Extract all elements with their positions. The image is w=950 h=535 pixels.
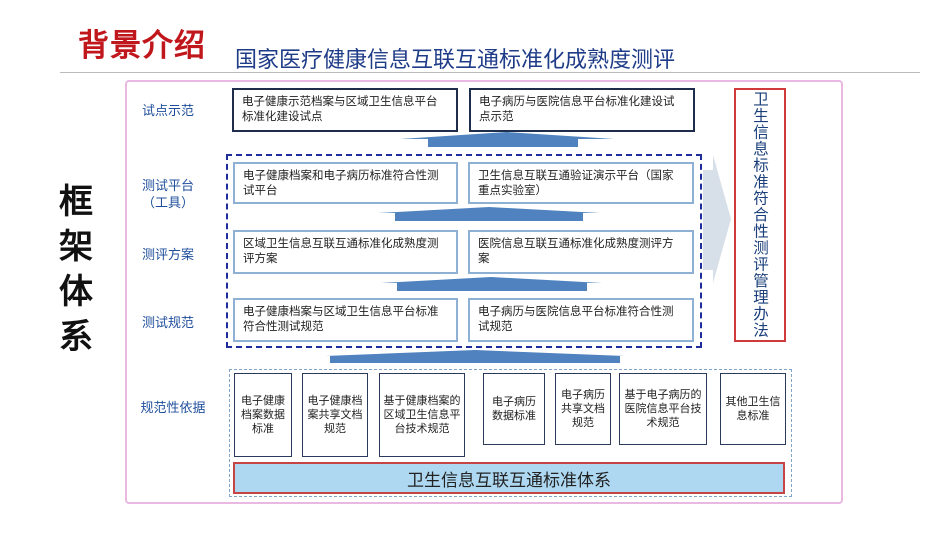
- scheme-box-hospital: 医院信息互联互通标准化成熟度测评方案: [468, 230, 694, 274]
- spec-box-health-record: 电子健康档案与区域卫生信息平台标准符合性测试规范: [233, 298, 458, 342]
- framework-side-label: 框架体系: [59, 182, 93, 357]
- management-measures-box: 卫生信息标准符合性测评管理办法: [734, 88, 786, 342]
- basis-item: 电子病历数据标准: [483, 373, 545, 445]
- row-label-platform: 测试平台 （工具）: [141, 179, 194, 211]
- row-label-basis: 规范性依据: [140, 401, 206, 416]
- arrow-up-head-spec: [325, 350, 625, 356]
- framework-frame: [125, 80, 843, 504]
- arrow-up-head-platform: [378, 207, 600, 213]
- arrow-up-shaft-platform: [395, 213, 583, 221]
- diagram-title: 国家医疗健康信息互联互通标准化成熟度测评: [235, 48, 676, 73]
- arrow-up-shaft-spec: [330, 356, 620, 363]
- row-label-spec: 测试规范: [141, 316, 194, 331]
- arrow-up-shaft-pilot: [428, 139, 578, 147]
- scheme-box-regional: 区域卫生信息互联互通标准化成熟度测评方案: [233, 230, 458, 274]
- standards-system-bar: 卫生信息互联互通标准体系: [233, 462, 785, 494]
- row-label-scheme: 测评方案: [141, 248, 194, 263]
- section-heading: 背景介绍: [78, 28, 206, 64]
- side-arrow-head: [713, 155, 731, 283]
- basis-item: 电子健康档案共享文档规范: [302, 373, 368, 457]
- arrow-up-head-scheme: [380, 277, 602, 283]
- spec-box-emr: 电子病历与医院信息平台标准符合性测试规范: [468, 298, 694, 342]
- basis-item: 基于电子病历的医院信息平台技术规范: [619, 373, 707, 445]
- platform-box-conformance: 电子健康档案和电子病历标准符合性测试平台: [233, 162, 458, 204]
- arrow-up-head-pilot: [400, 132, 614, 139]
- platform-box-demo: 卫生信息互联互通验证演示平台（国家重点实验室）: [468, 162, 694, 204]
- basis-item: 电子健康档案数据标准: [234, 373, 292, 457]
- basis-group-frame: [229, 369, 792, 497]
- pilot-box-emr: 电子病历与医院信息平台标准化建设试点示范: [469, 88, 695, 132]
- title-divider: [60, 72, 920, 73]
- basis-item: 其他卫生信息标准: [720, 373, 786, 445]
- side-arrow-shaft: [703, 170, 715, 270]
- basis-item: 电子病历共享文档规范: [555, 373, 611, 445]
- evaluation-group-frame: [226, 154, 702, 348]
- arrow-up-shaft-scheme: [397, 283, 587, 291]
- pilot-box-health-record: 电子健康示范档案与区域卫生信息平台标准化建设试点: [232, 88, 458, 132]
- basis-item: 基于健康档案的区域卫生信息平台技术规范: [379, 373, 465, 457]
- row-label-pilot: 试点示范: [141, 104, 194, 119]
